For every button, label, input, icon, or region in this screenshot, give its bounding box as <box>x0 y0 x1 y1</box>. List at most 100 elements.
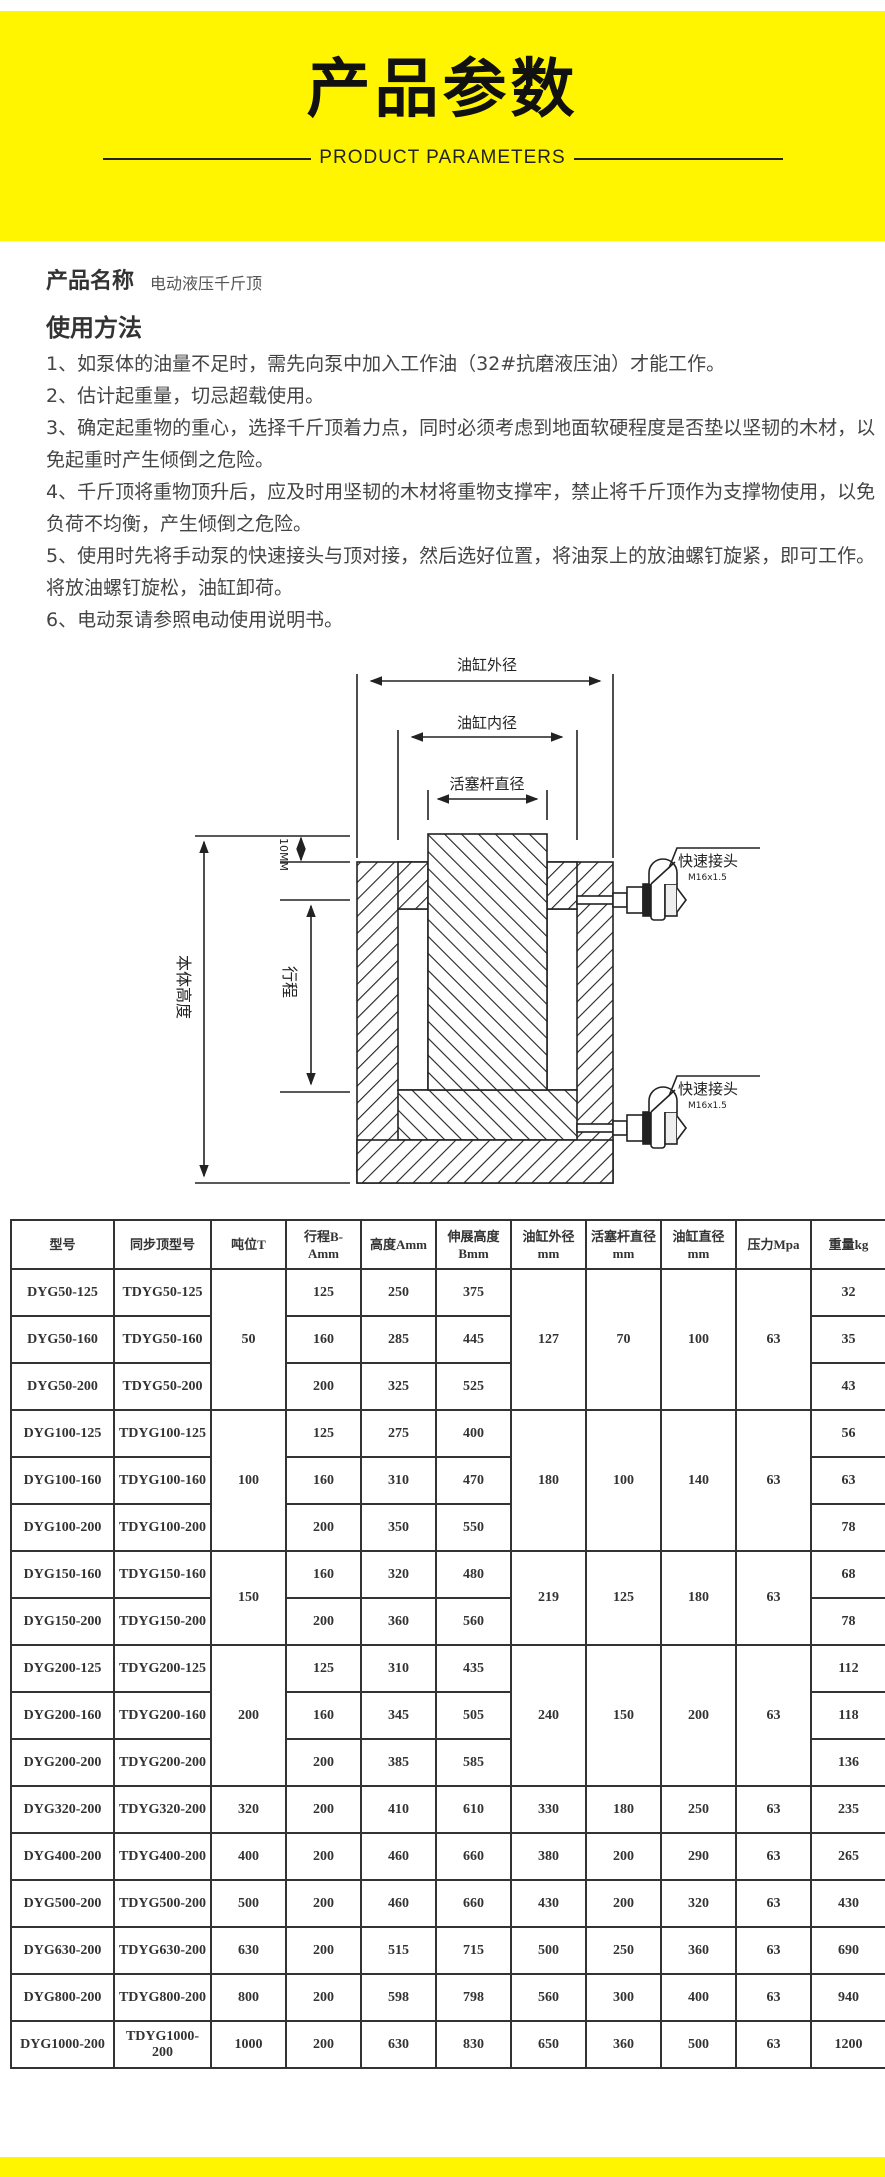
extended-height-cell: 660 <box>435 1879 512 1928</box>
stroke-cell: 200 <box>285 1832 362 1881</box>
extended-height-cell: 525 <box>435 1362 512 1411</box>
pressure-cell: 63 <box>735 1832 812 1881</box>
outer-diameter-cell: 180 <box>510 1409 587 1552</box>
quick-connector-icon <box>612 847 760 921</box>
tonnage-cell: 200 <box>210 1644 287 1787</box>
body-height-label: 本体高度 <box>174 955 193 1019</box>
height-cell: 320 <box>360 1550 437 1599</box>
sync-model-cell: TDYG100-125 <box>113 1409 212 1458</box>
sync-model-cell: TDYG50-125 <box>113 1268 212 1317</box>
stroke-cell: 200 <box>285 1362 362 1411</box>
footer-band <box>0 2157 885 2177</box>
pressure-cell: 63 <box>735 1268 812 1411</box>
bore-diameter-cell: 400 <box>660 1973 737 2022</box>
outer-diameter-cell: 560 <box>510 1973 587 2022</box>
height-cell: 460 <box>360 1832 437 1881</box>
sync-model-cell: TDYG150-200 <box>113 1597 212 1646</box>
column-header: 伸展高度Bmm <box>435 1219 512 1270</box>
tonnage-cell: 50 <box>210 1268 287 1411</box>
model-cell: DYG100-125 <box>10 1409 115 1458</box>
stroke-cell: 200 <box>285 1785 362 1834</box>
inner-diameter-label: 油缸内径 <box>457 714 517 732</box>
sync-model-cell: TDYG200-200 <box>113 1738 212 1787</box>
header-banner <box>0 11 885 241</box>
usage-step: 4、千斤顶将重物顶升后，应及时用坚韧的木材将重物支撑牢，禁止将千斤顶作为支撑物使… <box>46 481 876 535</box>
rod-diameter-cell: 200 <box>585 1832 662 1881</box>
connector-label: 快速接头 <box>678 852 738 870</box>
product-name-value: 电动液压千斤顶 <box>150 274 263 293</box>
outer-diameter-cell: 240 <box>510 1644 587 1787</box>
bore-diameter-cell: 290 <box>660 1832 737 1881</box>
height-cell: 325 <box>360 1362 437 1411</box>
height-cell: 345 <box>360 1691 437 1740</box>
weight-cell: 35 <box>810 1315 885 1364</box>
column-header: 同步顶型号 <box>113 1219 212 1270</box>
tonnage-cell: 1000 <box>210 2020 287 2069</box>
usage-step: 5、使用时先将手动泵的快速接头与顶对接，然后选好位置，将油泵上的放油螺钉旋紧，即… <box>46 545 876 599</box>
height-cell: 250 <box>360 1268 437 1317</box>
bore-diameter-cell: 200 <box>660 1644 737 1787</box>
extended-height-cell: 445 <box>435 1315 512 1364</box>
model-cell: DYG100-160 <box>10 1456 115 1505</box>
column-header: 吨位T <box>210 1219 287 1270</box>
model-cell: DYG150-160 <box>10 1550 115 1599</box>
model-cell: DYG50-200 <box>10 1362 115 1411</box>
stroke-cell: 200 <box>285 1738 362 1787</box>
piston-head <box>397 1089 578 1141</box>
weight-cell: 43 <box>810 1362 885 1411</box>
weight-cell: 430 <box>810 1879 885 1928</box>
bore-diameter-cell: 180 <box>660 1550 737 1646</box>
stroke-cell: 125 <box>285 1268 362 1317</box>
weight-cell: 1200 <box>810 2020 885 2069</box>
stroke-cell: 125 <box>285 1644 362 1693</box>
outer-diameter-cell: 430 <box>510 1879 587 1928</box>
rod-diameter-cell: 300 <box>585 1973 662 2022</box>
weight-cell: 940 <box>810 1973 885 2022</box>
sync-model-cell: TDYG800-200 <box>113 1973 212 2022</box>
weight-cell: 68 <box>810 1550 885 1599</box>
weight-cell: 235 <box>810 1785 885 1834</box>
pressure-cell: 63 <box>735 1926 812 1975</box>
sync-model-cell: TDYG200-160 <box>113 1691 212 1740</box>
rod-diameter-label: 活塞杆直径 <box>449 775 524 793</box>
outer-diameter-cell: 500 <box>510 1926 587 1975</box>
sync-model-cell: TDYG150-160 <box>113 1550 212 1599</box>
pressure-cell: 63 <box>735 1409 812 1552</box>
weight-cell: 56 <box>810 1409 885 1458</box>
stroke-cell: 200 <box>285 1597 362 1646</box>
column-header: 压力Mpa <box>735 1219 812 1270</box>
pressure-cell: 63 <box>735 1785 812 1834</box>
tonnage-cell: 150 <box>210 1550 287 1646</box>
weight-cell: 112 <box>810 1644 885 1693</box>
model-cell: DYG320-200 <box>10 1785 115 1834</box>
sync-model-cell: TDYG200-125 <box>113 1644 212 1693</box>
tonnage-cell: 800 <box>210 1973 287 2022</box>
pressure-cell: 63 <box>735 1973 812 2022</box>
product-name-label: 产品名称 <box>46 269 135 294</box>
extended-height-cell: 798 <box>435 1973 512 2022</box>
model-cell: DYG400-200 <box>10 1832 115 1881</box>
connector-label: 快速接头 <box>678 1080 738 1098</box>
model-cell: DYG50-125 <box>10 1268 115 1317</box>
subtitle-text: PRODUCT PARAMETERS <box>311 147 574 168</box>
model-cell: DYG1000-200 <box>10 2020 115 2069</box>
extended-height-cell: 505 <box>435 1691 512 1740</box>
page-title: 产品参数 <box>306 53 579 127</box>
stroke-label: 行程 <box>280 966 299 998</box>
model-cell: DYG200-160 <box>10 1691 115 1740</box>
model-cell: DYG50-160 <box>10 1315 115 1364</box>
sync-model-cell: TDYG400-200 <box>113 1832 212 1881</box>
bore-diameter-cell: 320 <box>660 1879 737 1928</box>
extended-height-cell: 480 <box>435 1550 512 1599</box>
weight-cell: 78 <box>810 1503 885 1552</box>
column-header: 高度Amm <box>360 1219 437 1270</box>
weight-cell: 136 <box>810 1738 885 1787</box>
